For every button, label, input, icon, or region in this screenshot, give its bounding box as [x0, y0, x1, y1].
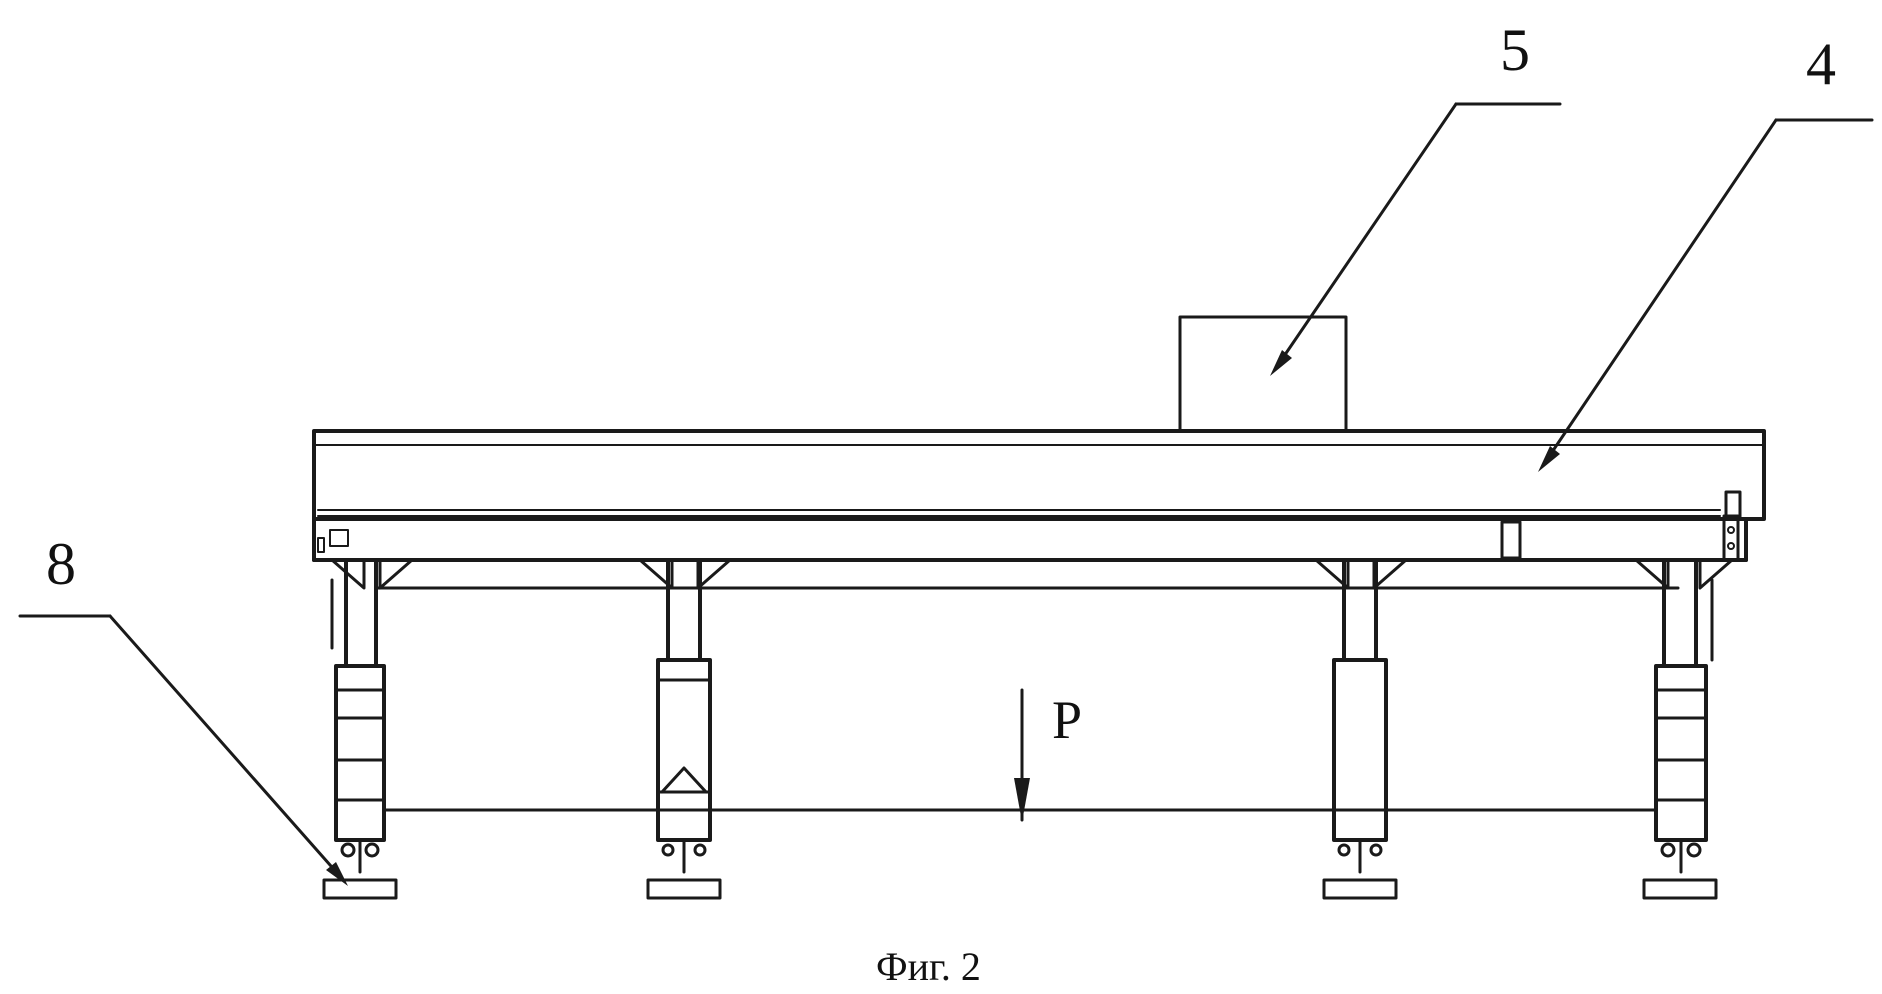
callout-label-5: 5 [1500, 17, 1530, 83]
lower-frame [312, 514, 1748, 590]
leader-line-5 [1270, 102, 1562, 376]
callout-label-4: 4 [1806, 31, 1836, 97]
leader-line-8 [18, 614, 348, 886]
force-arrow-p [1014, 688, 1030, 822]
figure-caption: Фиг. 2 [876, 944, 981, 989]
leader-line-4 [1538, 118, 1874, 472]
callout-label-8: 8 [46, 531, 76, 597]
leg-2 [638, 558, 732, 900]
leg-3 [1314, 558, 1408, 900]
leg-4 [1634, 558, 1734, 900]
main-beam [312, 429, 1766, 521]
leg-1 [322, 558, 414, 900]
force-label: P [1052, 690, 1082, 750]
box-item-5 [1178, 315, 1348, 433]
